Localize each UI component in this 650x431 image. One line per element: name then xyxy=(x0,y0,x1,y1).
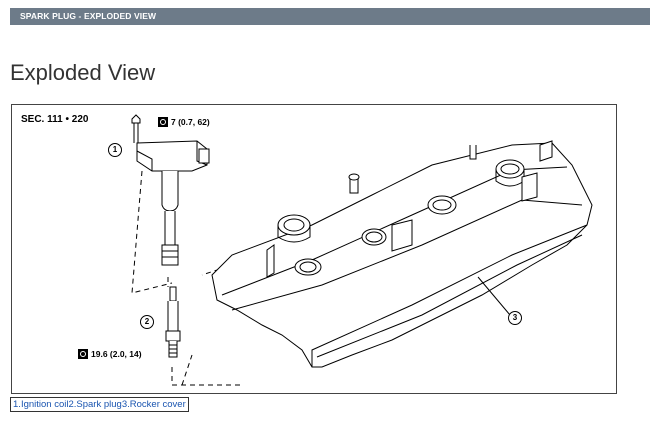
legend-item-spark-plug[interactable]: 2.Spark plug xyxy=(68,399,122,410)
torque-spec-coil-bolt: 7 (0.7, 62) xyxy=(158,117,210,127)
ignition-coil-drawing xyxy=(131,114,210,266)
callout-1: 1 xyxy=(108,143,122,157)
legend-item-ignition-coil[interactable]: 1.Ignition coil xyxy=(13,399,69,410)
section-header-bar: SPARK PLUG - EXPLODED VIEW xyxy=(10,8,650,25)
torque-wrench-icon xyxy=(158,117,168,127)
callout-3: 3 xyxy=(508,311,522,325)
spark-plug-drawing xyxy=(165,286,181,358)
page-title: Exploded View xyxy=(10,60,156,85)
torque-spec-spark-plug: 19.6 (2.0, 14) xyxy=(78,349,142,359)
rocker-cover-drawing xyxy=(211,140,593,368)
parts-legend: 1.Ignition coil 2.Spark plug 3.Rocker co… xyxy=(10,397,189,412)
exploded-view-drawing xyxy=(131,114,593,386)
section-label: SEC. 111 • 220 xyxy=(21,114,89,125)
torque-spec-coil-bolt-value: 7 (0.7, 62) xyxy=(171,117,210,127)
exploded-view-figure: SEC. 111 • 220 7 (0.7, 62) 19.6 (2.0, 14… xyxy=(11,104,617,394)
section-header-title: SPARK PLUG - EXPLODED VIEW xyxy=(20,11,157,21)
legend-item-rocker-cover[interactable]: 3.Rocker cover xyxy=(121,399,186,410)
callout-2: 2 xyxy=(140,315,154,329)
torque-spec-spark-plug-value: 19.6 (2.0, 14) xyxy=(91,349,142,359)
torque-wrench-icon xyxy=(78,349,88,359)
